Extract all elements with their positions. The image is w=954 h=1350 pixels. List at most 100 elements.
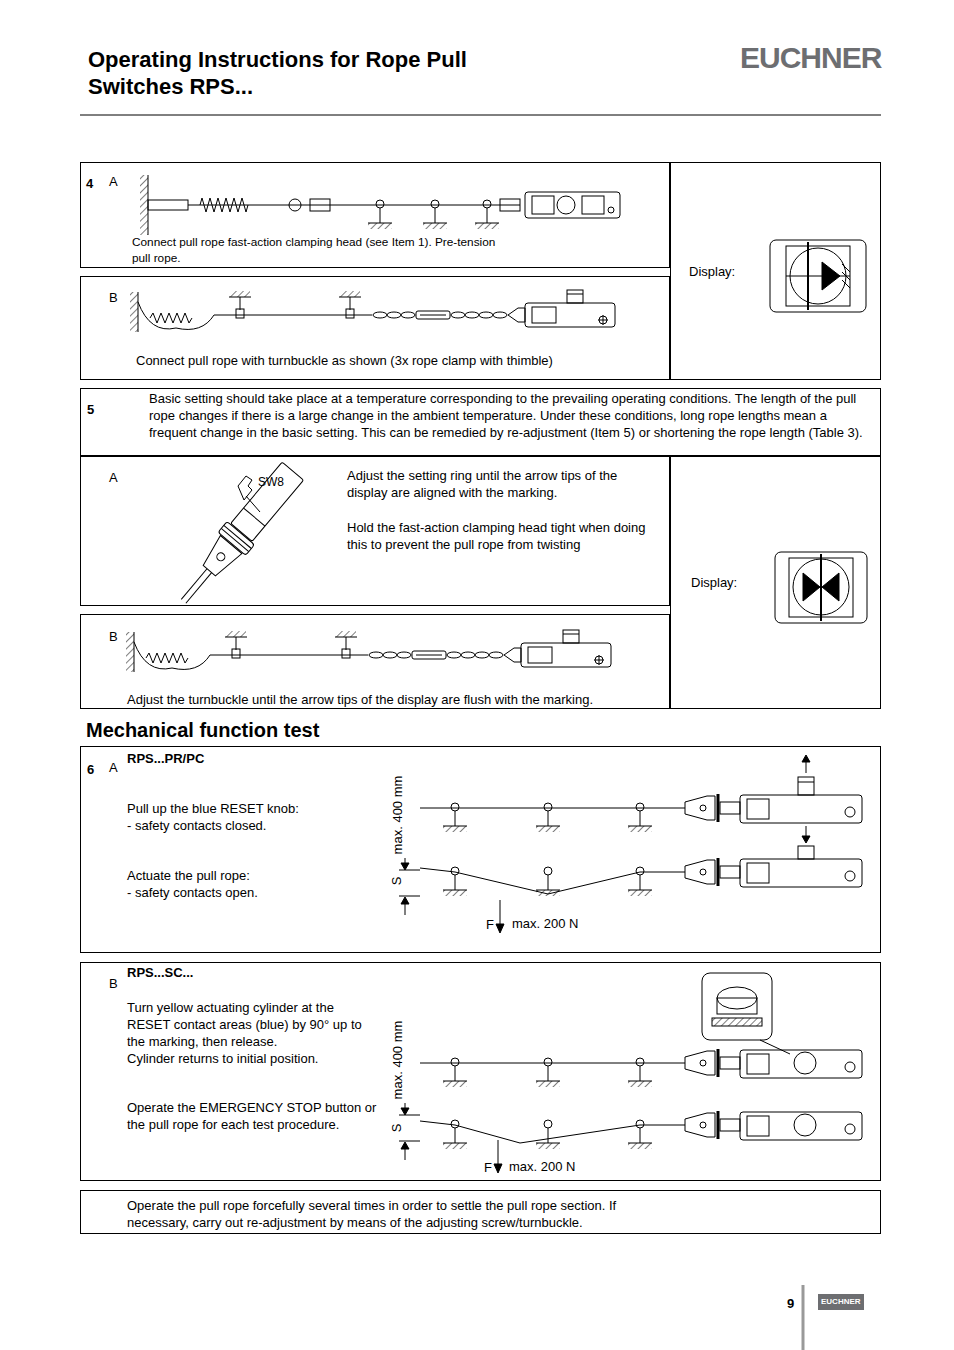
test-drawing-a [500,900,501,926]
panel-box: 4AConnect pull rope fast-action clamping… [80,162,670,268]
item-letter: B [109,628,118,645]
footer-bar [802,1285,805,1350]
test-drawing-a [536,867,560,896]
instruction-text: Actuate the pull rope: [127,867,250,884]
test-drawing-a [399,896,420,897]
instruction-text: Adjust the setting ring until the arrow … [347,467,652,501]
rope-clamp-drawing [368,200,392,229]
display-symbol [770,240,866,312]
rope-clamp-drawing [289,199,301,211]
instruction-text: Connect pull rope with turnbuckle as sho… [136,352,661,369]
instruction-text: Operate the EMERGENCY STOP button or the… [127,1099,379,1133]
adjust-drawing [221,528,249,551]
test-drawing-a [798,782,814,783]
adjust-drawing [238,476,252,500]
rope-clamp-drawing [532,196,554,214]
rope-clamp-drawing [582,196,604,214]
label: EUCHNER [740,42,881,74]
section-number: 5 [87,401,94,418]
dimension-label: max. 400 mm [390,1021,406,1100]
instruction-text: - safety contacts open. [127,884,258,901]
panel-box: B Connect pull rope with turnbuckle as sh… [80,276,670,380]
display-symbol [770,240,866,312]
test-drawing-b [717,998,757,1014]
test-drawing-b [420,1063,685,1064]
rope-clamp-drawing [140,175,620,235]
display-symbol [820,554,822,621]
test-drawing-a [802,836,810,843]
test-drawing-b [498,1140,499,1166]
test-drawing-a [798,846,814,859]
test-drawing-b [712,1018,762,1026]
model-heading: RPS...SC... [127,964,193,981]
dimension-label: S [389,1124,405,1133]
adjust-drawing [215,551,226,562]
model-heading: RPS...PR/PC [127,750,204,767]
instruction-text: Cylinder returns to initial position. [127,1050,379,1067]
rope-clamp-drawing [140,175,148,235]
panel-box: BAdjust the turnbuckle until the arrow t… [80,614,670,709]
section-number: 6 [87,761,94,778]
panel-box: 6ARPS...PR/PCPull up the blue RESET knob… [80,746,881,953]
test-drawing-b [405,1148,406,1160]
test-drawing-a [685,858,862,887]
turnbuckle-drawing [130,290,615,332]
panel-box: BRPS...SC...Turn yellow actuating cylind… [80,962,881,1181]
display-symbol [822,573,839,601]
instruction-text: Display: [689,263,735,280]
test-drawing-b [399,1141,420,1142]
test-drawing-b [536,1120,560,1149]
test-drawing-a [628,803,652,832]
test-drawing-b [685,1049,862,1078]
label: max. 200 N [509,1159,575,1175]
rope-clamp-drawing [557,196,575,214]
display-symbol [822,262,840,290]
page-title: Operating Instructions for Rope Pull Swi… [88,46,558,100]
adjust-drawing [186,573,212,604]
display-symbol [786,246,850,306]
instruction-text: Basic setting should take place at a tem… [149,390,877,441]
test-drawing-a [685,794,862,823]
dimension-label: max. 400 mm [390,776,406,855]
test-drawing-a [798,777,814,795]
test-drawing-b [399,973,862,1173]
test-drawing-a [405,903,406,915]
rope-clamp-drawing [310,199,330,211]
turnbuckle-drawing [126,630,611,672]
adjust-drawing [231,462,304,541]
adjust-drawing [170,459,307,612]
item-letter: A [109,173,118,190]
test-drawing-b [401,1142,409,1149]
adjust-drawing [181,569,207,600]
test-drawing-b [443,1058,467,1087]
display-symbol [842,264,850,288]
instruction-text: Hold the fast-action clamping head tight… [347,519,652,553]
test-drawing-b [401,1108,409,1115]
instruction-text: - safety contacts closed. [127,817,266,834]
test-drawing-a [496,924,504,933]
header-rule [80,115,881,116]
test-drawing-b [399,1115,420,1116]
item-letter: B [109,289,118,306]
test-drawing-b [685,1111,862,1140]
test-drawing-b [494,1164,502,1173]
instruction-text: Operate the pull rope forcefully several… [127,1197,667,1231]
instruction-text: Pull up the blue RESET knob: [127,800,299,817]
test-drawing-b [794,1052,816,1074]
test-drawing-a [420,808,685,809]
adjust-drawing [199,536,242,580]
display-symbol [803,573,820,601]
label: 9 [787,1296,794,1312]
item-letter: A [109,469,118,486]
rope-clamp-drawing [525,192,620,218]
rope-clamp-drawing [148,200,188,210]
label: SW8 [258,474,284,490]
test-drawing-b [536,1058,560,1087]
instruction-text: Connect pull rope fast-action clamping h… [132,235,504,266]
adjust-drawing [244,508,265,526]
test-drawing-a [443,803,467,832]
test-drawing-b [760,1040,790,1054]
test-drawing-a [399,870,420,871]
